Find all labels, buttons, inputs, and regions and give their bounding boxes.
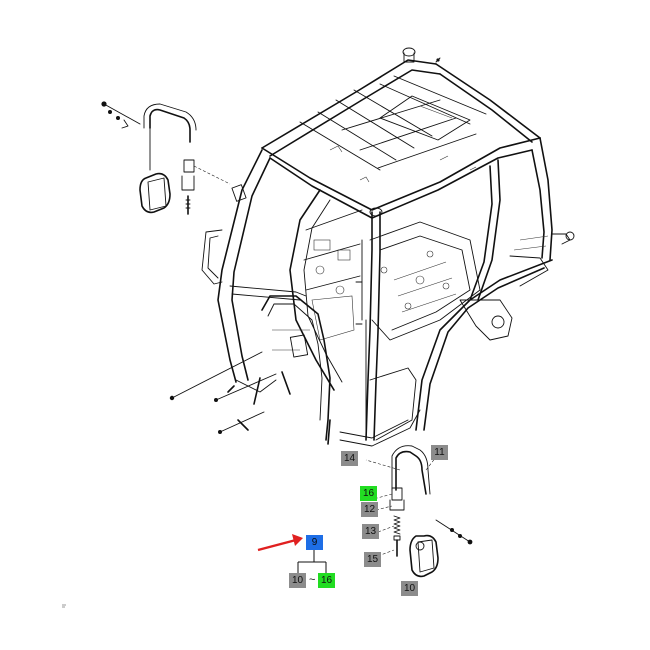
callout-10-range-start[interactable]: 10 [289, 573, 307, 588]
right-side-frame [415, 137, 571, 431]
left-mirror-assembly [101, 101, 231, 215]
front-pillar [355, 207, 383, 441]
callout-11[interactable]: 11 [431, 445, 448, 460]
callout-13[interactable]: 13 [362, 524, 380, 539]
pointer-arrow [257, 534, 303, 552]
callout-9-assembly[interactable]: 9 [306, 535, 323, 550]
corner-mark [62, 604, 66, 608]
callout-10-mirror[interactable]: 10 [401, 581, 419, 596]
callout-16-range-end[interactable]: 16 [318, 573, 336, 588]
range-tilde: ~ [309, 574, 316, 586]
cab-floor [339, 221, 481, 447]
callout-tree [297, 548, 327, 574]
right-mirror-assembly [365, 445, 473, 578]
callout-14[interactable]: 14 [341, 451, 359, 466]
callout-12[interactable]: 12 [361, 502, 379, 517]
instrument-console [253, 189, 363, 445]
left-rear-post [201, 149, 307, 393]
roof-cage [261, 47, 541, 219]
callout-15[interactable]: 15 [364, 552, 382, 567]
loose-fasteners [169, 57, 575, 434]
callout-16[interactable]: 16 [360, 486, 378, 501]
